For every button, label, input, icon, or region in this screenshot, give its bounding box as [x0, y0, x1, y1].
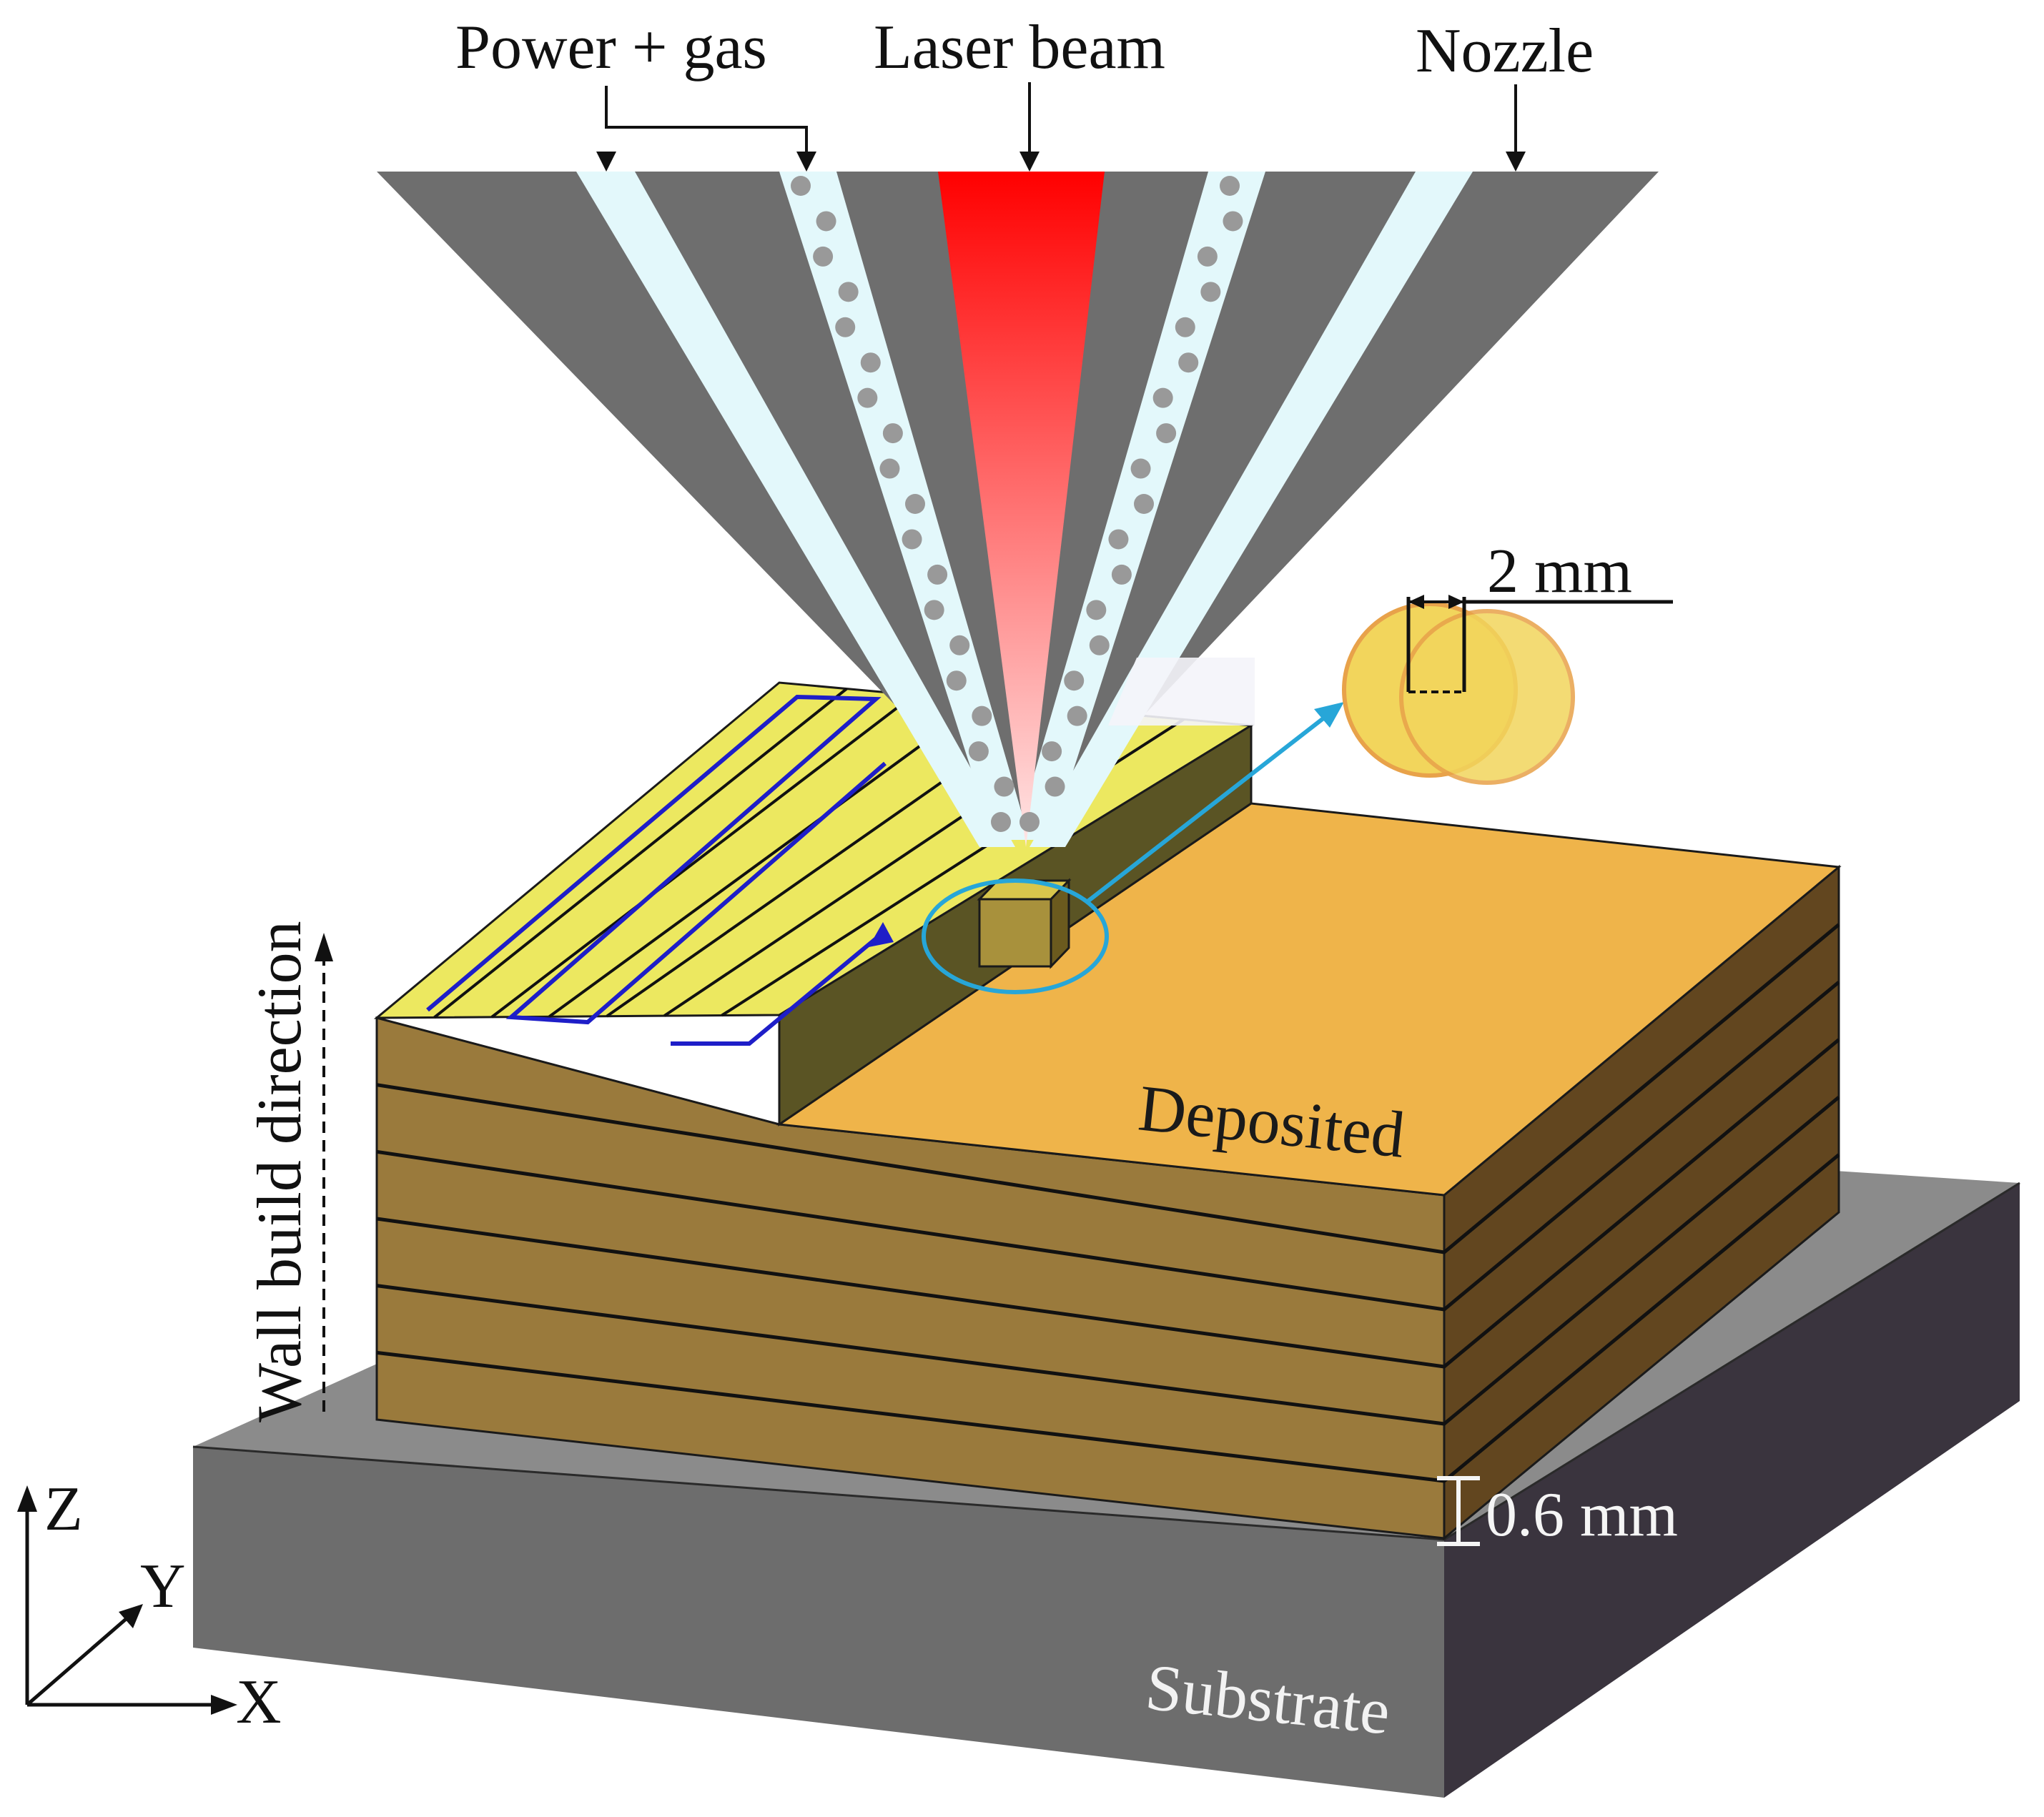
powder-particles [791, 176, 1243, 832]
powder-particle [1223, 211, 1243, 232]
top-annotations [605, 82, 1517, 164]
powder-particle [1067, 705, 1087, 726]
axis-x-label: X [236, 1668, 282, 1737]
track-line [490, 693, 915, 1019]
axis-z-label: Z [44, 1475, 83, 1544]
layer-line [376, 1038, 1840, 1369]
powder-particle [1220, 176, 1240, 196]
y-axis-arrowhead [119, 1604, 143, 1628]
powder-particle [1175, 317, 1195, 337]
layer-thickness-label: 0.6 mm [1486, 1480, 1678, 1550]
laser-beam [938, 172, 1105, 847]
powder-particle [791, 176, 811, 196]
powder-particle [835, 317, 856, 337]
gas-channel-outer-left [576, 172, 1015, 847]
nozzle-label: Nozzle [1416, 16, 1594, 86]
melt-pool-highlight [922, 878, 1109, 994]
powder-particle [1200, 282, 1221, 302]
powder-particle [1178, 352, 1199, 373]
powder-particle [1197, 246, 1218, 267]
track-width-label: 2 mm [1487, 537, 1632, 606]
layer-line [376, 1096, 1840, 1426]
powder-particle [1152, 387, 1173, 408]
coordinate-axes: Z Y X [17, 1475, 282, 1737]
z-axis-arrowhead [17, 1485, 37, 1512]
laser-beam-label: Laser beam [874, 13, 1165, 82]
beam-spot-detail [1342, 595, 1673, 785]
powder-particle [927, 564, 948, 585]
powder-particle [816, 211, 836, 232]
melt-pool [922, 702, 1344, 994]
powder-particle [905, 494, 925, 514]
top-arrowheads [596, 152, 1526, 172]
powder-particle [882, 423, 903, 444]
nozzle-assembly [377, 172, 1659, 847]
powder-particle [949, 635, 970, 655]
track-line [433, 688, 848, 1019]
layer-lines [376, 923, 1840, 1483]
powder-particle [1156, 423, 1177, 444]
powder-particle [1086, 600, 1107, 620]
track-line [548, 700, 983, 1018]
powder-particle [1064, 670, 1085, 691]
build-direction-label: Wall build direction [245, 921, 315, 1422]
powder-particle [1134, 494, 1154, 514]
powder-particle [838, 282, 859, 302]
powder-particle [924, 600, 944, 620]
substrate-front-face [193, 1447, 1444, 1798]
x-axis-arrowhead [211, 1695, 237, 1715]
scan-path [426, 694, 887, 1025]
layer-line [376, 981, 1840, 1312]
powder-gas-label: Power + gas [455, 13, 767, 82]
powder-particle [1108, 529, 1129, 550]
scan-path-arrow [671, 931, 884, 1046]
powder-particle [860, 352, 881, 373]
powder-particle [1089, 635, 1110, 655]
powder-particle [813, 246, 834, 267]
powder-particle [991, 812, 1011, 832]
powder-particle [879, 458, 900, 479]
powder-channel-left [779, 172, 1030, 840]
powder-particle [994, 776, 1014, 797]
powder-particle [972, 705, 992, 726]
powder-particle [968, 741, 989, 762]
highlight-arrowhead [1314, 702, 1344, 728]
powder-particle [1019, 812, 1040, 832]
layer-line [376, 923, 1840, 1254]
build-direction-arrowhead [315, 933, 333, 961]
powder-particle [1042, 741, 1062, 762]
axis-y-label: Y [140, 1552, 186, 1621]
powder-particle [946, 670, 967, 691]
powder-particle [1045, 776, 1065, 797]
scan-direction-arrowhead [869, 922, 894, 947]
powder-particle [857, 387, 878, 408]
substrate-side-face [1444, 1183, 2020, 1798]
layer-line [376, 1153, 1840, 1483]
layer-thickness-bracket [1437, 1476, 1480, 1546]
powder-particle [1130, 458, 1151, 479]
powder-particle [1111, 564, 1132, 585]
powder-particle [902, 529, 922, 550]
